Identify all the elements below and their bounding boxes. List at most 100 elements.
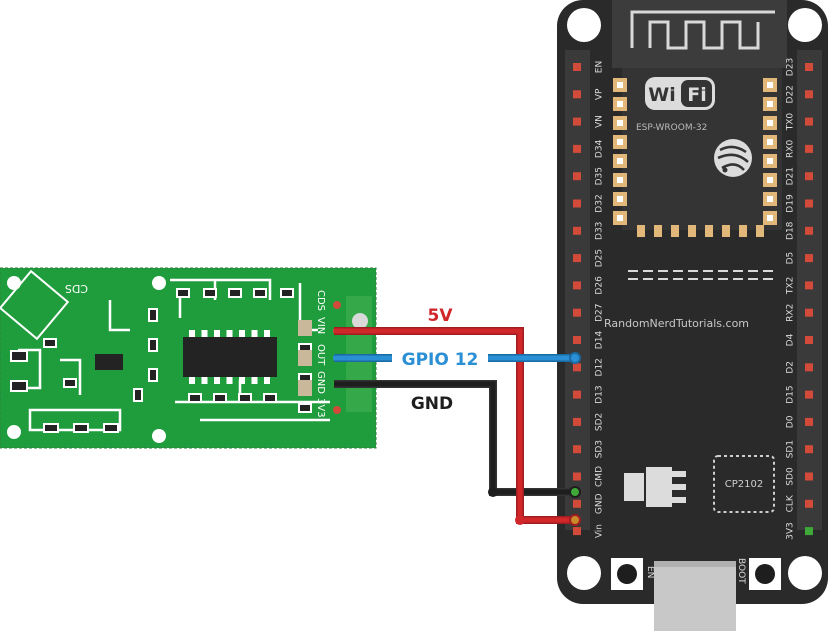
module-pad (671, 225, 679, 237)
smd-component (65, 380, 75, 386)
pin-label-cmd: CMD (595, 466, 605, 487)
module-pad-hole (617, 196, 623, 202)
pin-label-vin: Vin (595, 524, 605, 538)
ic-leg (251, 377, 258, 384)
pin-label-rx0: RX0 (786, 140, 796, 158)
smd-component (150, 340, 156, 350)
header-pin-sd3 (573, 445, 581, 454)
header-pin-sd0 (805, 472, 813, 481)
pin-label-sd3: SD3 (595, 440, 605, 458)
header-pin-tx0 (805, 117, 813, 126)
header-pin-rx0 (805, 144, 813, 153)
voltage-regulator (624, 467, 686, 507)
pin-label-3v3: 3V3 (786, 522, 796, 540)
header-pin-d15 (805, 390, 813, 399)
smd-component (75, 425, 87, 431)
module-pad-hole (767, 196, 773, 202)
sensor-ic-chip (183, 330, 277, 384)
mounting-hole (567, 8, 601, 42)
ic-leg (214, 377, 220, 384)
module-pad-hole (617, 101, 623, 107)
mounting-hole (788, 556, 822, 590)
sensor-pin-label-out: OUT (315, 344, 326, 366)
header-pin-tx2 (805, 281, 813, 290)
smd-component (135, 390, 141, 400)
pin-label-en: EN (595, 61, 605, 73)
pin-label-d32: D32 (595, 194, 605, 212)
smd-component (265, 395, 275, 401)
ic-leg (264, 330, 270, 337)
smd-component (45, 425, 57, 431)
pin-label-d35: D35 (595, 167, 605, 185)
pin-label-d19: D19 (786, 194, 796, 213)
header-pin-vin (573, 527, 581, 536)
smd-capacitor (298, 350, 312, 366)
ic-leg (264, 377, 270, 384)
header-pin-d27 (573, 308, 581, 317)
module-pad-hole (617, 177, 623, 183)
header-pin-d4 (805, 336, 813, 344)
sensor-pin-label-vin: VIN (315, 317, 326, 334)
header-pin-cmd (573, 472, 581, 481)
ic-leg (214, 330, 220, 337)
module-pad-hole (767, 158, 773, 164)
pin-label-sd0: SD0 (786, 467, 796, 486)
pin-label-d18: D18 (786, 221, 796, 240)
module-pad-hole (767, 139, 773, 145)
esp32-board: Wi Fi ESP-WROOM-32 RandomNerdTutorials.c… (557, 0, 828, 631)
gpio-label-background (392, 346, 488, 370)
header-pin-3v3 (805, 527, 813, 536)
smd-component (150, 370, 156, 380)
module-pad-hole (767, 215, 773, 221)
pin-label-d34: D34 (595, 139, 605, 158)
pin-label-d2: D2 (786, 361, 796, 374)
wire-power (334, 327, 572, 525)
module-pad-hole (617, 139, 623, 145)
en-button[interactable] (611, 558, 643, 590)
smd-component (300, 375, 310, 381)
module-pad (688, 225, 696, 237)
pin-label-vp: VP (595, 88, 605, 100)
header-pin-d34 (573, 144, 581, 153)
wire-ground (334, 380, 572, 497)
wifi-logo-text-wi: Wi (648, 84, 675, 106)
esp-wroom-module: Wi Fi ESP-WROOM-32 (612, 0, 787, 237)
en-button-label: EN (645, 566, 655, 578)
cds-photoresistor-footprint (0, 269, 70, 341)
module-pad (637, 225, 645, 237)
pin-label-sd2: SD2 (595, 413, 605, 431)
header-pin-vn (573, 117, 581, 126)
ic-leg (189, 377, 195, 384)
pin-label-d13: D13 (595, 385, 605, 403)
smd-component (105, 425, 117, 431)
sensor-pin-label-cds: CDS (315, 290, 326, 311)
usb-chip-label: CP2102 (725, 479, 763, 490)
module-pad (739, 225, 747, 237)
watermark: RandomNerdTutorials.com (604, 317, 749, 330)
module-pad (722, 225, 730, 237)
module-pad-hole (767, 177, 773, 183)
usb-connector (654, 561, 736, 631)
smd-component (12, 352, 26, 360)
smd-component (300, 345, 310, 351)
smd-capacitor (298, 320, 312, 336)
header-pin-d2 (805, 363, 813, 372)
module-pad-hole (767, 120, 773, 126)
header-pin-d32 (573, 199, 581, 208)
smd-component (255, 290, 265, 296)
module-pad-hole (617, 158, 623, 164)
header-pin-d13 (573, 390, 581, 399)
espressif-logo-icon (714, 139, 752, 177)
pin-label-d5: D5 (786, 252, 796, 265)
smd-component (240, 395, 250, 401)
ground-wire-label: GND (411, 394, 453, 414)
sensor-header-pin (333, 301, 341, 309)
pin-label-clk: CLK (786, 494, 796, 512)
boot-button[interactable] (749, 558, 781, 590)
header-pin-d0 (805, 417, 813, 426)
mounting-hole (788, 8, 822, 42)
module-pad-hole (617, 120, 623, 126)
module-pad-hole (767, 82, 773, 88)
header-pin-gnd (573, 499, 581, 508)
